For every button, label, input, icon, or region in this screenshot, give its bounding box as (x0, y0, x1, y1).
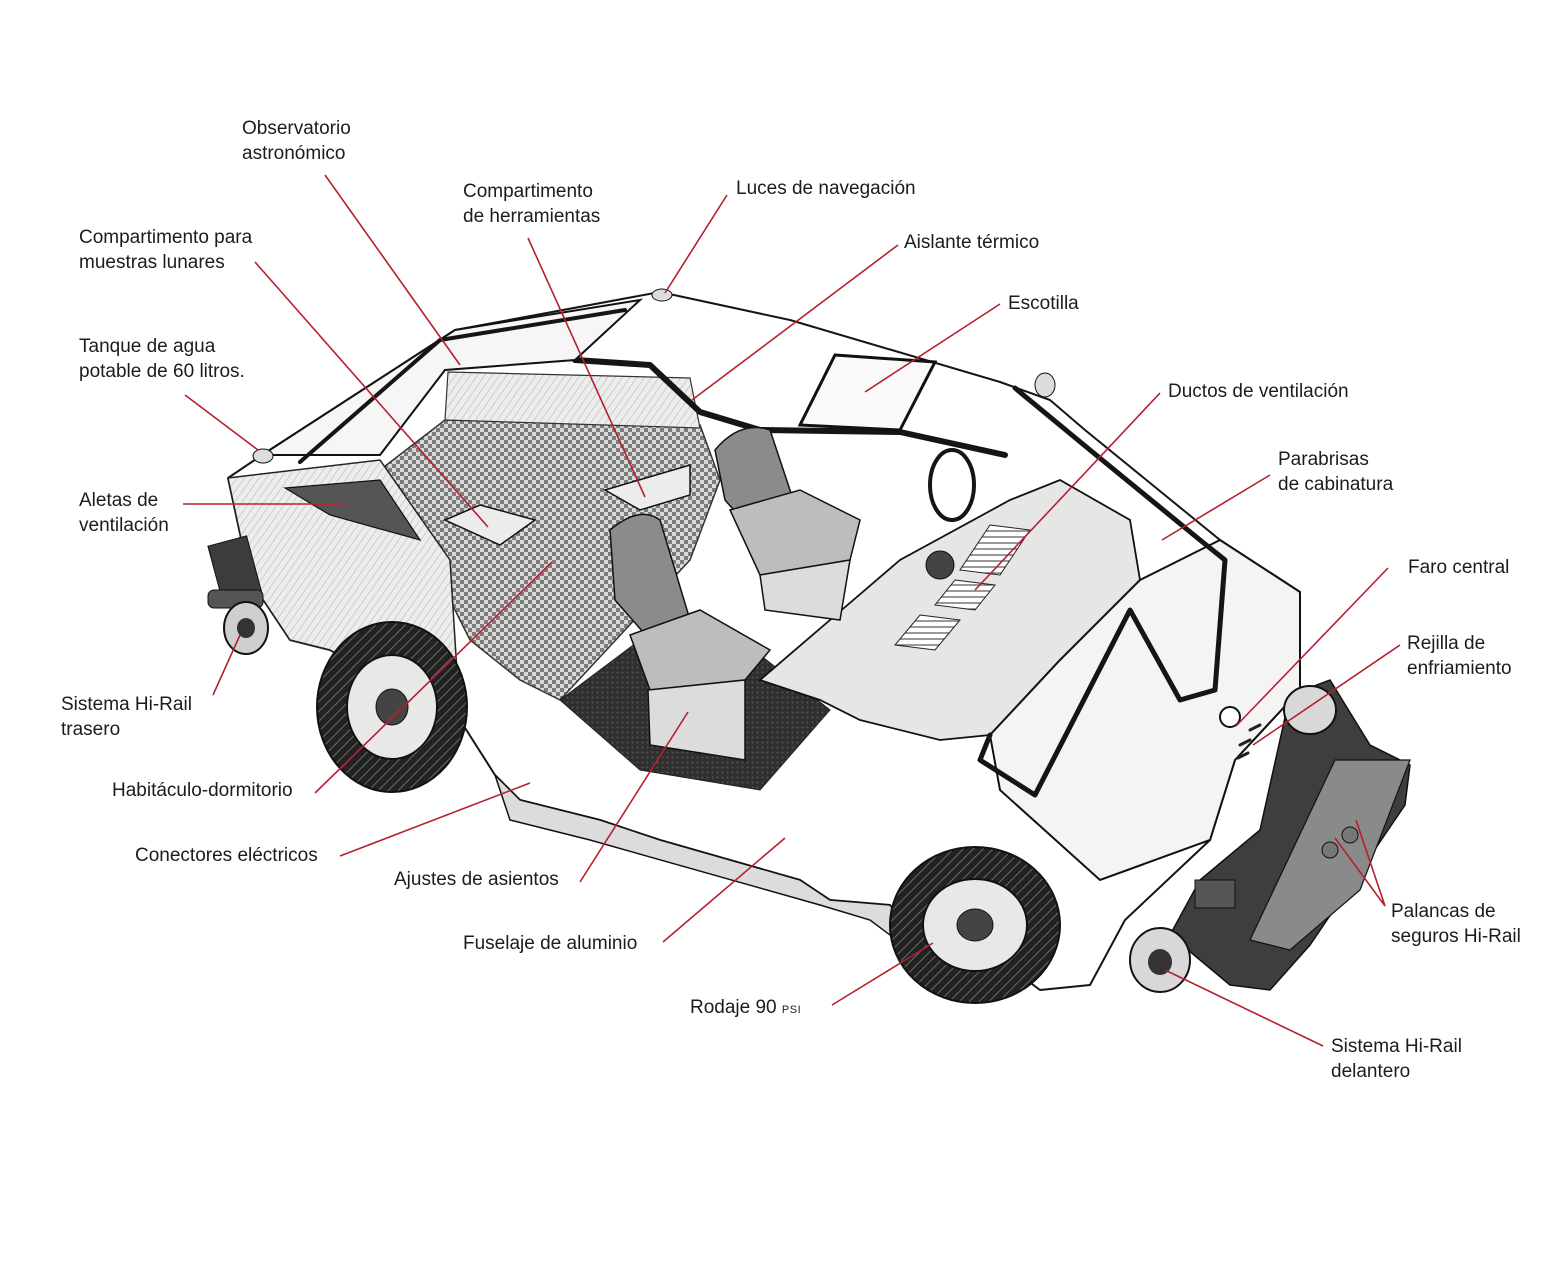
leader-rejilla (1252, 644, 1401, 746)
leader-rodaje (831, 942, 934, 1006)
label-ductos: Ductos de ventilación (1168, 381, 1349, 402)
leader-faro (1235, 567, 1389, 727)
label-rejilla: Rejilla de enfriamiento (1407, 633, 1512, 679)
label-aislante: Aislante térmico (904, 232, 1040, 253)
label-palancas: Palancas de seguros Hi-Rail (1391, 901, 1521, 947)
label-aletas: Aletas de ventilación (79, 490, 169, 536)
label-tanque: Tanque de agua potable de 60 litros. (79, 336, 245, 382)
label-hirail-delantero: Sistema Hi-Rail delantero (1331, 1036, 1462, 1082)
leader-ajustes (579, 711, 689, 883)
leader-palancas-1 (1334, 837, 1386, 907)
leader-fuselaje (662, 837, 786, 943)
label-habitaculo: Habitáculo-dormitorio (112, 780, 293, 801)
label-ajustes: Ajustes de asientos (394, 869, 559, 890)
leader-lines (183, 174, 1401, 1047)
label-rodaje-unit: PSI (781, 1004, 802, 1016)
label-escotilla: Escotilla (1008, 293, 1079, 314)
front-wheel (889, 846, 1061, 1004)
leader-hirail-delantero (1164, 969, 1324, 1047)
seat-front (714, 426, 861, 621)
label-observatorio: Observatorio astronómico (242, 118, 351, 164)
leader-escotilla (864, 303, 1001, 393)
leader-habitaculo (314, 561, 553, 794)
label-muestras: Compartimento para muestras lunares (79, 227, 253, 273)
leader-palancas-2 (1355, 819, 1386, 907)
rear-wheel (316, 621, 468, 793)
leader-ductos (974, 392, 1161, 591)
label-fuselaje: Fuselaje de aluminio (463, 933, 638, 954)
label-parabrisas: Parabrisas de cabinatura (1278, 449, 1394, 495)
leader-conectores (339, 782, 531, 857)
label-hirail-trasero: Sistema Hi-Rail trasero (61, 694, 192, 740)
label-conectores: Conectores eléctricos (135, 845, 318, 866)
leader-herramientas (527, 237, 646, 498)
leader-aislante (691, 244, 899, 401)
seat-rear (609, 513, 772, 761)
label-rodaje: Rodaje 90 PSI (690, 997, 802, 1018)
hirail-front (1129, 679, 1411, 993)
leader-luces (664, 194, 728, 294)
leader-observatorio (324, 174, 461, 366)
label-herramientas: Compartimento de herramientas (463, 181, 601, 227)
hirail-rear (207, 535, 269, 655)
leader-hirail-trasero (212, 634, 241, 696)
leader-parabrisas (1161, 474, 1271, 541)
leader-tanque (184, 394, 259, 451)
label-luces: Luces de navegación (736, 178, 916, 199)
label-faro: Faro central (1408, 557, 1510, 578)
vehicle-body (227, 288, 1301, 991)
leader-muestras (254, 261, 489, 528)
